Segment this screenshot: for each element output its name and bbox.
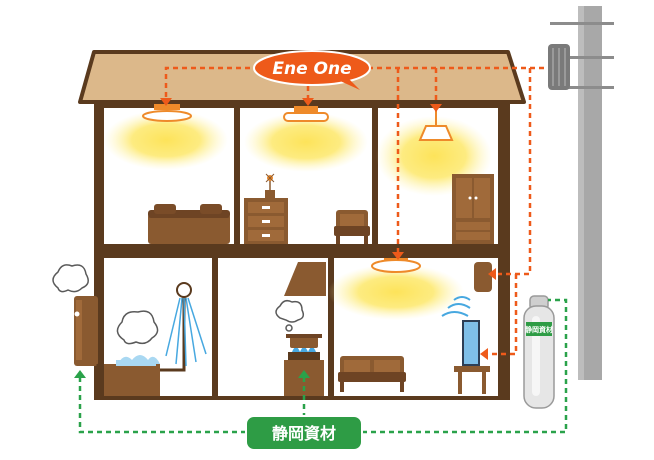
electric-arrowheads (160, 98, 496, 360)
ceiling-light-1 (142, 104, 192, 122)
ene-one-badge (253, 50, 371, 90)
electric-lines (164, 66, 548, 356)
wardrobe-icon (452, 174, 494, 244)
shower-icon (165, 282, 207, 367)
utility-pole (550, 6, 614, 380)
range-hood-icon (284, 262, 326, 296)
water-heater-icon (74, 296, 98, 366)
ceiling-light-2 (283, 106, 329, 122)
tv-icon (454, 320, 490, 394)
armchair-icon (334, 210, 370, 244)
ceiling-light-3 (371, 258, 421, 273)
air-conditioner-icon (441, 262, 492, 317)
steam-icon (52, 264, 305, 345)
dresser-icon (244, 198, 288, 244)
shizuoka-shizai-label: 静岡資材 (272, 424, 336, 443)
gas-arrowheads (74, 370, 310, 378)
sofa-icon (338, 356, 406, 392)
pendant-lamp (418, 108, 454, 141)
ene-one-label: Ene One (272, 59, 351, 79)
gas-cylinder-label: 静岡資材 (525, 325, 553, 334)
flower-icon (265, 173, 275, 198)
gas-lines (78, 298, 568, 434)
gas-cylinder-icon (523, 295, 555, 409)
bed-icon (148, 204, 230, 244)
bathtub-icon (104, 355, 160, 396)
transformer-icon (548, 44, 570, 90)
shizuoka-shizai-badge (245, 415, 363, 451)
